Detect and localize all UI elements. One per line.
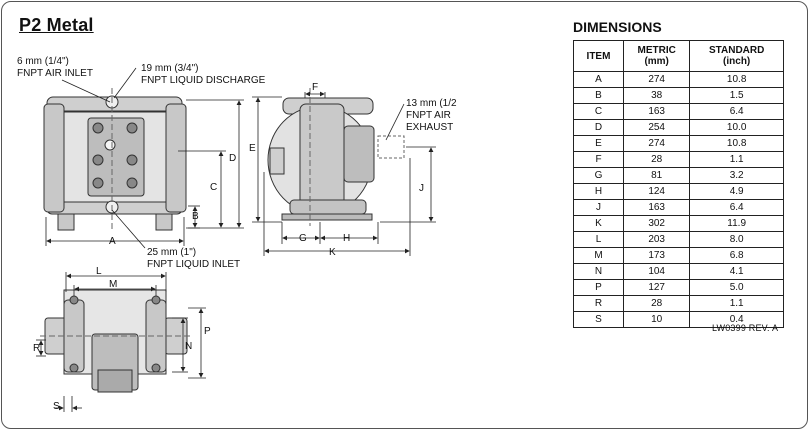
cell-item: R bbox=[573, 295, 624, 312]
cell-standard: 0.4 bbox=[689, 311, 784, 328]
cell-metric: 104 bbox=[622, 263, 691, 280]
cell-item: M bbox=[573, 247, 624, 264]
dim-letter-m: M bbox=[109, 279, 118, 290]
dim-letter-b: B bbox=[192, 211, 199, 222]
dim-letter-k: K bbox=[329, 247, 336, 258]
cell-metric: 38 bbox=[622, 87, 691, 104]
cell-standard: 4.9 bbox=[689, 183, 784, 200]
cell-item: F bbox=[573, 151, 624, 168]
cell-metric: 274 bbox=[622, 135, 691, 152]
dim-letter-a: A bbox=[109, 236, 116, 247]
top-view bbox=[40, 289, 190, 393]
liquid-inlet-label: 25 mm (1")FNPT LIQUID INLET bbox=[147, 247, 241, 270]
cell-standard: 10.8 bbox=[689, 71, 784, 88]
cell-item: G bbox=[573, 167, 624, 184]
cell-item: H bbox=[573, 183, 624, 200]
cell-item: L bbox=[573, 231, 624, 248]
cell-standard: 1.1 bbox=[689, 151, 784, 168]
cell-item: C bbox=[573, 103, 624, 120]
dim-letter-p: P bbox=[204, 326, 211, 337]
side-view bbox=[267, 88, 405, 226]
dim-letter-l: L bbox=[96, 266, 102, 277]
cell-item: N bbox=[573, 263, 624, 280]
cell-standard: 10.8 bbox=[689, 135, 784, 152]
cell-standard: 1.1 bbox=[689, 295, 784, 312]
table-header-row: ITEM METRIC(mm) STANDARD(inch) bbox=[573, 40, 784, 72]
cell-standard: 4.1 bbox=[689, 263, 784, 280]
dim-letter-e: E bbox=[249, 143, 256, 154]
cell-metric: 254 bbox=[622, 119, 691, 136]
cell-metric: 81 bbox=[622, 167, 691, 184]
cell-metric: 10 bbox=[622, 311, 691, 328]
revision-label: LW0399 REV. A bbox=[712, 323, 779, 333]
cell-item: P bbox=[573, 279, 624, 296]
cell-metric: 302 bbox=[622, 215, 691, 232]
liquid-discharge-label: 19 mm (3/4")FNPT LIQUID DISCHARGE bbox=[141, 63, 266, 86]
dim-letter-c: C bbox=[210, 182, 218, 193]
dimensions-title: DIMENSIONS bbox=[573, 19, 662, 35]
dim-letter-s: S bbox=[53, 401, 60, 412]
cell-item: D bbox=[573, 119, 624, 136]
dim-letter-n: N bbox=[185, 341, 193, 352]
cell-metric: 28 bbox=[622, 151, 691, 168]
cell-standard: 6.4 bbox=[689, 199, 784, 216]
cell-standard: 11.9 bbox=[689, 215, 784, 232]
cell-standard: 8.0 bbox=[689, 231, 784, 248]
cell-standard: 6.4 bbox=[689, 103, 784, 120]
header-standard: STANDARD(inch) bbox=[689, 40, 784, 72]
header-metric: METRIC(mm) bbox=[622, 40, 691, 72]
cell-metric: 28 bbox=[622, 295, 691, 312]
header-item: ITEM bbox=[573, 40, 624, 72]
cell-item: S bbox=[573, 311, 624, 328]
dim-letter-h: H bbox=[343, 233, 351, 244]
dim-letter-j: J bbox=[419, 183, 424, 194]
cell-standard: 3.2 bbox=[689, 167, 784, 184]
cell-standard: 5.0 bbox=[689, 279, 784, 296]
cell-metric: 173 bbox=[622, 247, 691, 264]
dim-letter-f: F bbox=[312, 82, 319, 93]
cell-item: A bbox=[573, 71, 624, 88]
cell-item: B bbox=[573, 87, 624, 104]
cell-metric: 163 bbox=[622, 103, 691, 120]
dim-letter-r: R bbox=[33, 343, 41, 354]
cell-metric: 163 bbox=[622, 199, 691, 216]
dim-letter-g: G bbox=[299, 233, 307, 244]
cell-standard: 10.0 bbox=[689, 119, 784, 136]
cell-item: K bbox=[573, 215, 624, 232]
dimension-lines bbox=[36, 67, 436, 412]
cell-standard: 1.5 bbox=[689, 87, 784, 104]
cell-metric: 203 bbox=[622, 231, 691, 248]
cell-metric: 124 bbox=[622, 183, 691, 200]
air-inlet-label: 6 mm (1/4")FNPT AIR INLET bbox=[17, 56, 93, 79]
cell-item: E bbox=[573, 135, 624, 152]
dim-letter-d: D bbox=[229, 153, 237, 164]
cell-metric: 127 bbox=[622, 279, 691, 296]
page-title: P2 Metal bbox=[19, 15, 94, 35]
cell-metric: 274 bbox=[622, 71, 691, 88]
cell-item: J bbox=[573, 199, 624, 216]
front-view bbox=[43, 88, 187, 231]
cell-standard: 6.8 bbox=[689, 247, 784, 264]
